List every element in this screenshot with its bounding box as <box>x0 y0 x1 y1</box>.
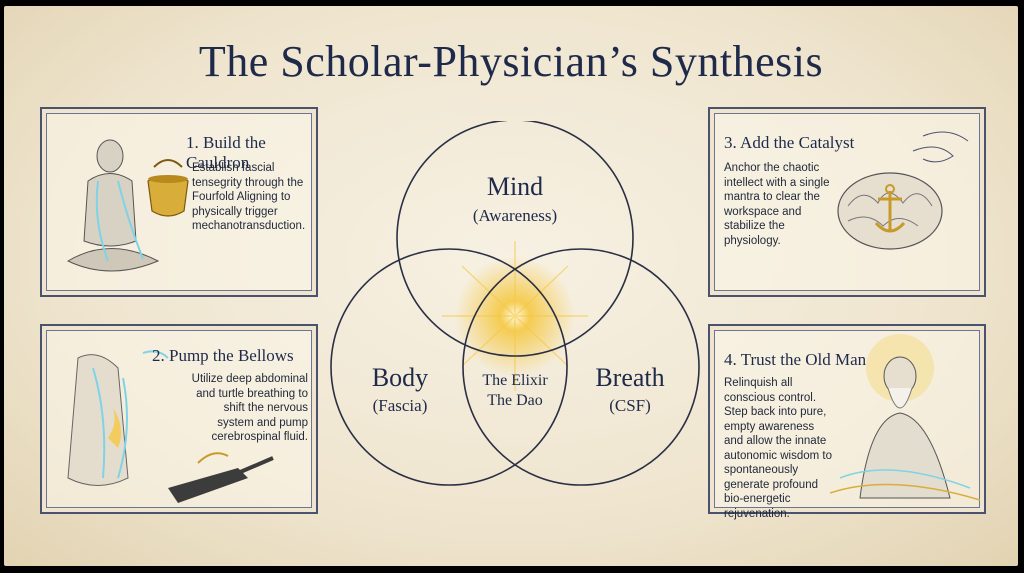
panel-build-cauldron: 1. Build the Cauldron Establish fascial … <box>40 107 318 297</box>
venn-center-line2: The Dao <box>487 392 543 409</box>
panel-trust-old-man: 4. Trust the Old Man Relinquish all cons… <box>708 324 986 520</box>
panel-4-text: Relinquish all conscious control. Step b… <box>724 377 833 520</box>
breathing-figure-bellows-illustration <box>67 350 274 503</box>
venn-diagram: Mind (Awareness) Body (Fascia) Breath (C… <box>330 121 700 486</box>
venn-label-breath: Breath <box>595 363 664 392</box>
panel-pump-bellows: 2. Pump the Bellows Utilize deep abdomin… <box>40 324 318 514</box>
panel-add-catalyst: 3. Add the Catalyst Anchor the chaotic i… <box>708 107 986 297</box>
venn-label-body: Body <box>372 363 428 392</box>
panel-1-title: 1. Build the Cauldron <box>186 133 266 172</box>
sage-illustration <box>830 334 980 501</box>
venn-label-mind: Mind <box>487 172 543 201</box>
panel-2-text: Utilize deep abdominal and turtle breath… <box>191 373 308 443</box>
panel-3-title: 3. Add the Catalyst <box>724 133 855 152</box>
glow-rays <box>442 241 588 391</box>
panel-4-title: 4. Trust the Old Man <box>724 350 867 369</box>
venn-circle-mind <box>396 121 634 357</box>
panel-2-title: 2. Pump the Bellows <box>152 346 294 365</box>
panel-1-text: Establish fascial tensegrity through the… <box>192 162 306 232</box>
venn-center-line1: The Elixir <box>482 372 548 389</box>
seated-figure-cauldron-illustration <box>66 139 189 272</box>
panel-3-text: Anchor the chaotic intellect with a sing… <box>724 162 830 247</box>
venn-sub-breath: (CSF) <box>609 396 651 415</box>
brain-anchor-illustration <box>837 131 969 250</box>
venn-sub-mind: (Awareness) <box>473 206 557 225</box>
venn-sub-body: (Fascia) <box>373 396 428 415</box>
synthesis-page: The Scholar-Physician’s Synthesis 1. Bui… <box>4 6 1018 566</box>
page-title: The Scholar-Physician’s Synthesis <box>198 37 824 86</box>
venn-circle-body <box>330 248 568 486</box>
venn-circle-breath <box>462 248 700 486</box>
